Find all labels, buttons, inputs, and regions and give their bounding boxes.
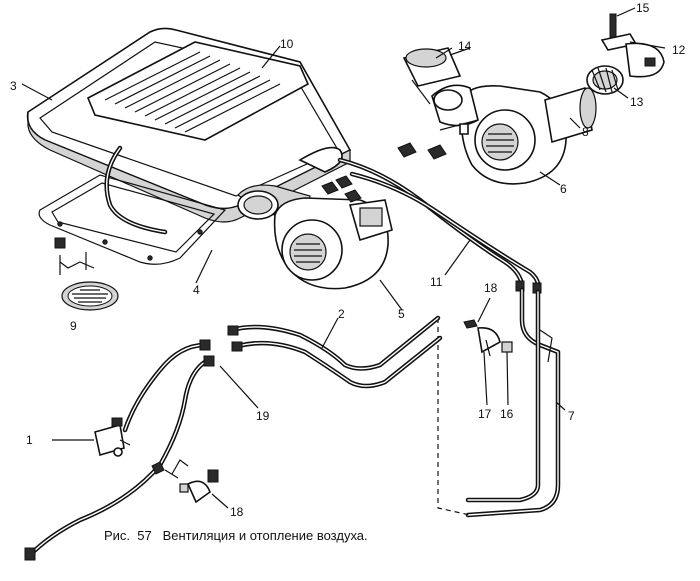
callout-12: 12: [672, 43, 686, 57]
callout-19: 19: [256, 409, 270, 423]
hose-11: [337, 157, 542, 294]
callout-5: 5: [398, 307, 405, 321]
leader-lines: [21, 7, 666, 509]
fan-6: [397, 84, 597, 185]
callout-8: 8: [582, 125, 589, 139]
fan-5: [237, 146, 393, 290]
callout-2: 2: [338, 307, 345, 321]
valve-1: [94, 417, 131, 457]
callout-labels: 1 2 3 4 5 6 7 8 9 10 11 12 13 14 15 16 1…: [10, 1, 686, 519]
callout-17: 17: [478, 407, 492, 421]
callout-16: 16: [500, 407, 514, 421]
callout-10: 10: [280, 37, 294, 51]
callout-18-lower: 18: [230, 505, 244, 519]
callout-14: 14: [458, 39, 472, 53]
callout-18-upper: 18: [484, 281, 498, 295]
callout-7: 7: [568, 409, 575, 423]
callout-3: 3: [10, 79, 17, 93]
callout-13: 13: [630, 95, 644, 109]
cap-14: [402, 47, 471, 105]
callout-9: 9: [70, 319, 77, 333]
callout-1: 1: [26, 433, 33, 447]
round-grille-9: [54, 237, 119, 311]
callout-15: 15: [636, 1, 650, 15]
callout-4: 4: [193, 283, 200, 297]
clip-18-lower: [151, 459, 219, 504]
route-dashed: [437, 318, 471, 516]
figure-caption: Рис. 57 Вентиляция и отопление воздуха.: [104, 528, 368, 543]
hose-2: [227, 315, 443, 389]
hose-7: [465, 287, 561, 518]
callout-6: 6: [560, 182, 567, 196]
clip-16-17-18: [463, 319, 513, 357]
clamp-12-13-15: [586, 13, 665, 95]
callout-11: 11: [430, 275, 443, 289]
